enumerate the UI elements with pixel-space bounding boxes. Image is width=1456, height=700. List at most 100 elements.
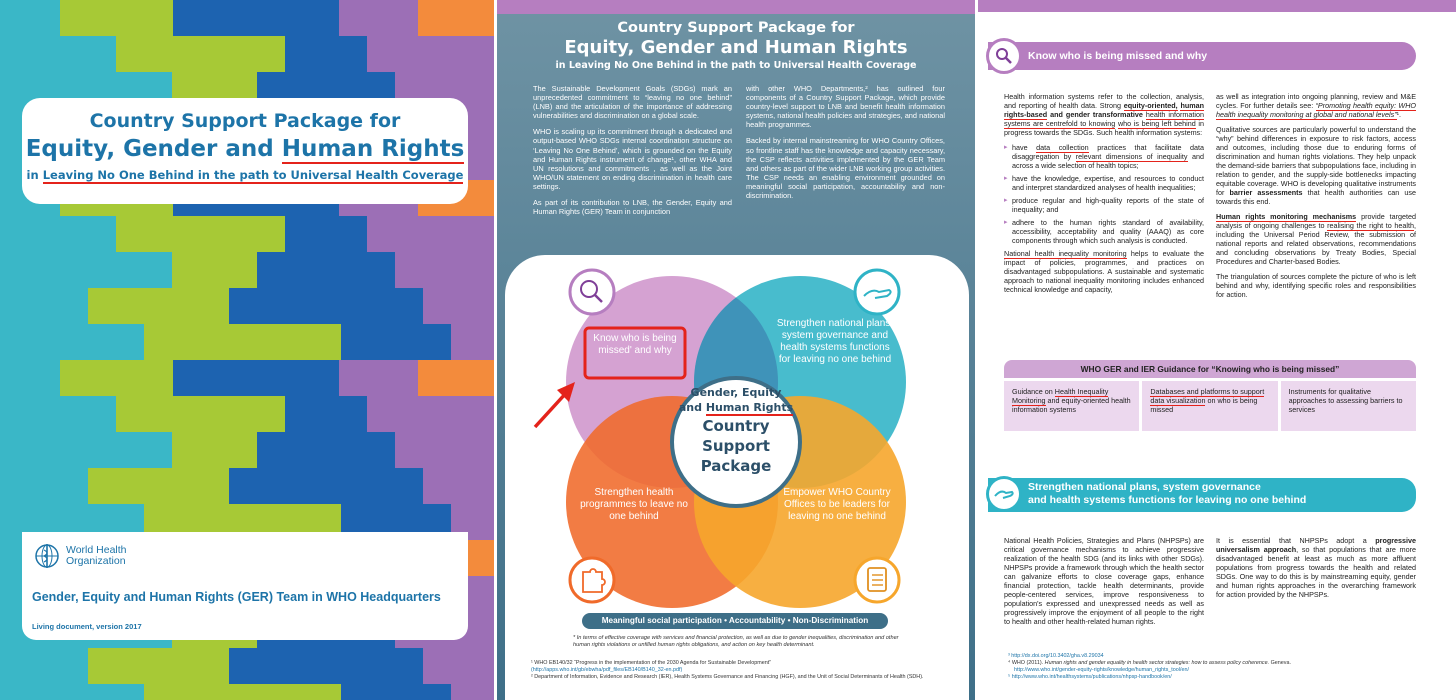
cover-stripe <box>116 36 285 72</box>
cover-stripe <box>451 324 494 360</box>
cover-footer-card: World Health Organization Gender, Equity… <box>22 532 468 640</box>
s1-p5-c: realising the right to health <box>1327 221 1414 231</box>
s1-p3-c: ¹. <box>1396 110 1401 119</box>
middle-title-line2: Equity, Gender and Human Rights <box>564 37 908 58</box>
middle-col2-p2: Backed by internal mainstreaming for WHO… <box>746 136 945 201</box>
s2-p2-a: It is essential that NHPSPs adopt a <box>1216 536 1376 545</box>
middle-footnotes: ¹ WHO EB140/32 “Progress in the implemen… <box>531 660 961 681</box>
middle-col1-p2: WHO is scaling up its commitment through… <box>533 127 732 191</box>
cover-stripe <box>285 216 367 252</box>
puzzle-icon <box>568 556 616 604</box>
middle-title-line3: in Leaving No One Behind in the path to … <box>555 60 917 71</box>
right-foot3[interactable]: http://www.who.int/gender-equity-rights/… <box>1014 667 1189 673</box>
s1-p1-d: and gender transformative <box>1047 110 1146 119</box>
g1-b: Health Inequality Monitoring <box>1012 387 1109 406</box>
s1-p4-b: barrier assessments <box>1229 188 1303 197</box>
section1-col-right: as well as integration into ongoing plan… <box>1216 92 1416 305</box>
cover-stripe <box>423 468 494 504</box>
s1-p3-a: as well as integration into ongoing plan… <box>1216 92 1416 110</box>
guidance-row: Guidance on Health Inequality Monitoring… <box>1004 381 1416 431</box>
cover-stripe <box>367 216 494 252</box>
center-line5: Package <box>700 457 772 475</box>
section2-banner: Strengthen national plans, system govern… <box>988 478 1416 512</box>
cover-stripe <box>60 360 173 396</box>
quadrant-label-country-offices: Empower WHO Country Offices to be leader… <box>783 487 891 522</box>
cover-stripe <box>173 0 339 36</box>
middle-foot1: ¹ WHO EB140/32 “Progress in the implemen… <box>531 660 772 666</box>
cover-title-line3-a: in <box>26 168 43 182</box>
s1-p1-g: in progress towards the SDGs. Such healt… <box>1004 119 1205 137</box>
s1-bullets: have data collection practices that faci… <box>1004 143 1204 245</box>
cover-stripe <box>0 252 172 288</box>
cover-stripe <box>285 36 367 72</box>
g1-a: Guidance on <box>1012 387 1055 396</box>
checklist-icon <box>853 556 901 604</box>
cover-stripe <box>88 288 229 324</box>
middle-col1-p3: As part of its contribution to LNB, the … <box>533 198 732 217</box>
cover-stripe <box>257 432 395 468</box>
cover-stripe <box>0 468 88 504</box>
s1-p5-a: Human rights monitoring mechanisms <box>1216 212 1357 222</box>
right-foot2: ⁴ WHO (2011). Human rights and gender eq… <box>1008 660 1428 667</box>
cover-stripe <box>0 288 88 324</box>
s1-p4-a: Qualitative sources are particularly pow… <box>1216 125 1416 197</box>
middle-foot1-link[interactable]: (http://apps.who.int/gb/ebwha/pdf_files/… <box>531 667 683 673</box>
middle-foot2: ² Department of Information, Evidence an… <box>531 674 924 680</box>
section1-col-left: Health information systems refer to the … <box>1004 92 1204 305</box>
center-line2-a: and <box>678 401 706 414</box>
cover-stripe <box>257 252 395 288</box>
who-logo: World Health Organization <box>32 542 458 570</box>
s1-bullet-1: have data collection practices that faci… <box>1004 143 1204 170</box>
center-circle <box>670 376 802 508</box>
magnifier-icon <box>568 268 616 316</box>
g2-b: on who is being missed <box>1150 396 1258 414</box>
s1-bullet-4: adhere to the human rights standard of a… <box>1004 218 1204 245</box>
cover-title-card: Country Support Package for Equity, Gend… <box>22 98 468 204</box>
cover-stripe <box>0 0 60 36</box>
b1-a: have <box>1012 143 1037 152</box>
center-line4: Support <box>702 437 770 455</box>
cover-stripe <box>0 216 116 252</box>
middle-footnote-asterisk: * In terms of effective coverage with se… <box>573 635 899 648</box>
right-top-bar <box>978 0 1456 12</box>
middle-col-right: with other WHO Departments,² has outline… <box>746 84 945 223</box>
g1-c: and equity-oriented health information s… <box>1012 396 1131 414</box>
section1-title: Know who is being missed and why <box>1028 50 1208 62</box>
cover-stripe <box>451 684 494 700</box>
red-arrow-icon <box>533 382 575 429</box>
cover-stripe <box>339 360 418 396</box>
cover-stripe <box>229 468 423 504</box>
cover-stripe <box>116 396 285 432</box>
cover-team: Gender, Equity and Human Rights (GER) Te… <box>32 590 441 604</box>
section2-title-line2: and health systems functions for leaving… <box>1028 494 1307 506</box>
cover-stripe <box>229 288 423 324</box>
right-foot4[interactable]: ⁵ http://www.who.int/healthsystems/publi… <box>1008 674 1172 680</box>
middle-top-bar <box>497 0 975 14</box>
guidance-cell-2: Databases and platforms to support data … <box>1142 381 1278 431</box>
quadrant-label-national-plans: Strengthen national plans, system govern… <box>776 318 894 365</box>
cover-stripe <box>88 648 229 684</box>
s1-bullet-2: have the knowledge, expertise, and resou… <box>1004 174 1204 192</box>
section2-col-left: National Health Policies, Strategies and… <box>1004 536 1204 632</box>
s1-p1: Health information systems refer to the … <box>1004 92 1204 137</box>
cover-version: Living document, version 2017 <box>32 622 142 631</box>
s2-p2-b: progressive universalism approach <box>1216 536 1416 554</box>
right-page: Know who is being missed and why Health … <box>978 0 1456 700</box>
cover-stripe <box>173 360 339 396</box>
guidance-cell-1: Guidance on Health Inequality Monitoring… <box>1004 381 1140 431</box>
cover-stripe <box>341 684 451 700</box>
middle-col2-p1: with other WHO Departments,² has outline… <box>746 84 945 130</box>
who-logo-text: World Health Organization <box>66 545 127 567</box>
cover-title-line2: Equity, Gender and Human Rights <box>22 136 468 164</box>
guidance-title: WHO GER and IER Guidance for “Knowing wh… <box>1004 360 1416 378</box>
section2-col-right: It is essential that NHPSPs adopt a prog… <box>1216 536 1416 632</box>
s1-p1-b: equity-oriented, <box>1123 101 1178 111</box>
cover-stripe <box>0 324 144 360</box>
cover-title-line2-a: Equity, Gender and <box>25 136 282 162</box>
s1-p6: The triangulation of sources complete th… <box>1216 272 1416 299</box>
s1-p3-link[interactable]: “Promoting health equity: WHO health ine… <box>1216 101 1416 120</box>
b1-e: and across a wide selection of health to… <box>1012 152 1204 170</box>
section1-banner: Know who is being missed and why <box>988 42 1416 70</box>
right-foot1[interactable]: ³ http://dx.doi.org/10.3402/gha.v8.29034 <box>1008 653 1104 659</box>
cover-stripe <box>341 324 451 360</box>
